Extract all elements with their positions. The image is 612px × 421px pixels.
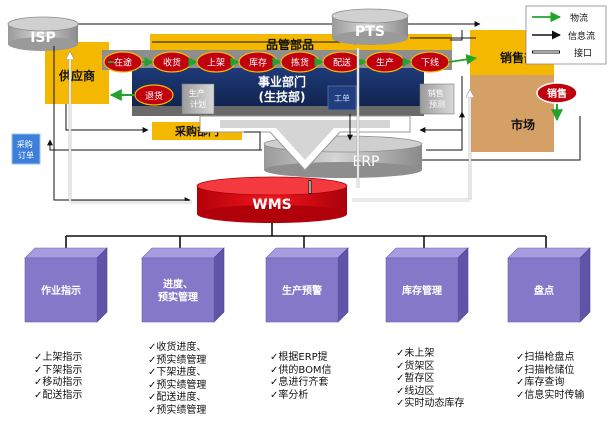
process-step-label: 上架 [207,58,225,69]
legend-info-flow-label: 信息流 [568,30,595,42]
return-goods-ellipse [134,84,174,106]
wms-cylinder [196,176,348,223]
production-plan-label: 生产 计划 [189,88,208,109]
process-step-label: 配送 [333,57,351,69]
bullet-item: ✓根据ERP提 [270,352,328,363]
supplier-box [45,42,109,104]
module-1 [24,247,108,323]
quality-dept-label: 品管部品 [266,37,314,52]
market-box [470,74,554,152]
bullet-item: ✓扫描枪盘点 [516,352,575,363]
supplier-label: 供应商 [58,68,95,83]
bullet-item: ✓配送指示 [34,389,83,401]
bullet-item: ✓信息实时传输 [516,389,585,401]
purchase-order-box [11,133,41,165]
flow-to-sales [448,54,478,65]
bullet-item: ✓下架进度、 [148,367,207,378]
module-title: 作业指示 [41,284,81,297]
module-3 [265,247,349,323]
legend-material-flow-label: 物流 [570,12,588,24]
bullet-item: ✓供的BOM信 [270,364,332,376]
bullet-item: ✓预实绩管理 [148,404,207,416]
bullet-item: ✓实时动态库存 [396,398,465,409]
process-step-label: 拣货 [291,57,309,69]
module-bullet-list-1: ✓上架指示✓下架指示✓移动指示✓配送指示 [34,352,82,402]
bullet-item: ✓暂存区 [396,373,435,384]
info-flow-lines [47,30,581,203]
module-bullet-list-4: ✓未上架✓货架区✓暂存区✓线边区✓实时动态库存 [396,348,464,411]
work-order-block [327,85,357,111]
sales-badge-label: 销售 [547,87,567,100]
module-bullet-list-2: ✓收货进度、✓预实绩管理✓下架进度、✓预实绩管理✓配送进度、✓预实绩管理 [148,342,206,417]
process-step-label: 收货 [163,57,181,69]
module-4 [385,247,469,323]
wms-label: WMS [252,197,291,213]
legend [525,5,607,65]
sales-forecast-label: 销售 预测 [428,88,447,109]
work-order-label: 工单 [334,93,350,103]
isp-cylinder [7,16,79,51]
modules: 作业指示 进度、预实管理 生产预警 库存管理 盘点 [24,247,591,323]
process-step-label: 生产 [376,57,394,69]
module-bullet-list-3: ✓根据ERP提✓供的BOM信✓息进行齐套✓率分析 [270,352,332,402]
interface-lines [70,48,470,204]
business-dept-bottom [132,106,424,116]
module-title: 盘点 [534,284,554,297]
module-title: 生产预警 [282,284,322,297]
business-dept-title-1: 事业部门 [258,74,306,89]
sales-badge [536,82,578,104]
bullet-item: ✓预实绩管理 [148,354,207,366]
bullet-item: ✓上架指示 [34,352,83,363]
bullet-item: ✓收货进度、 [148,342,207,353]
bullet-item: ✓货架区 [396,360,435,372]
business-dept-title-2: (生技部) [259,89,306,104]
legend-interface-label: 接口 [574,47,592,59]
process-steps: 在途 收货 上架 库存 拣货 配送 生产 下线 [103,51,478,73]
erp-label: ERP [352,154,379,170]
pts-label: PTS [355,24,385,40]
pts-cylinder [331,8,409,45]
bullet-item: ✓息进行齐套 [270,377,329,388]
isp-label: ISP [30,30,56,46]
module-5 [507,247,591,323]
production-plan-block [181,83,215,115]
bullet-item: ✓配送进度、 [148,392,207,403]
sales-forecast-block [419,83,455,115]
bullet-item: ✓移动指示 [34,377,83,388]
bullet-item: ✓率分析 [270,389,309,401]
module-bullet-list-5: ✓扫描枪盘点✓扫描枪储位✓库存查询✓信息实时传输 [516,352,584,402]
process-step-label: 库存 [249,57,267,69]
module-title: 进度、预实管理 [158,278,198,304]
purchase-order-label: 采购 订单 [17,139,36,160]
bullet-item: ✓扫描枪储位 [516,364,575,376]
process-step-label: 在途 [114,57,132,69]
bullet-item: ✓未上架 [396,348,435,359]
module-2 [141,247,225,323]
bullet-item: ✓线边区 [396,385,435,397]
bullet-item: ✓库存查询 [516,377,565,388]
module-title: 库存管理 [402,284,442,297]
bullet-item: ✓预实绩管理 [148,379,207,391]
market-label: 市场 [511,117,535,132]
process-step-label: 下线 [421,57,439,69]
bullet-item: ✓下架指示 [34,364,83,376]
return-goods-label: 退货 [145,90,163,102]
